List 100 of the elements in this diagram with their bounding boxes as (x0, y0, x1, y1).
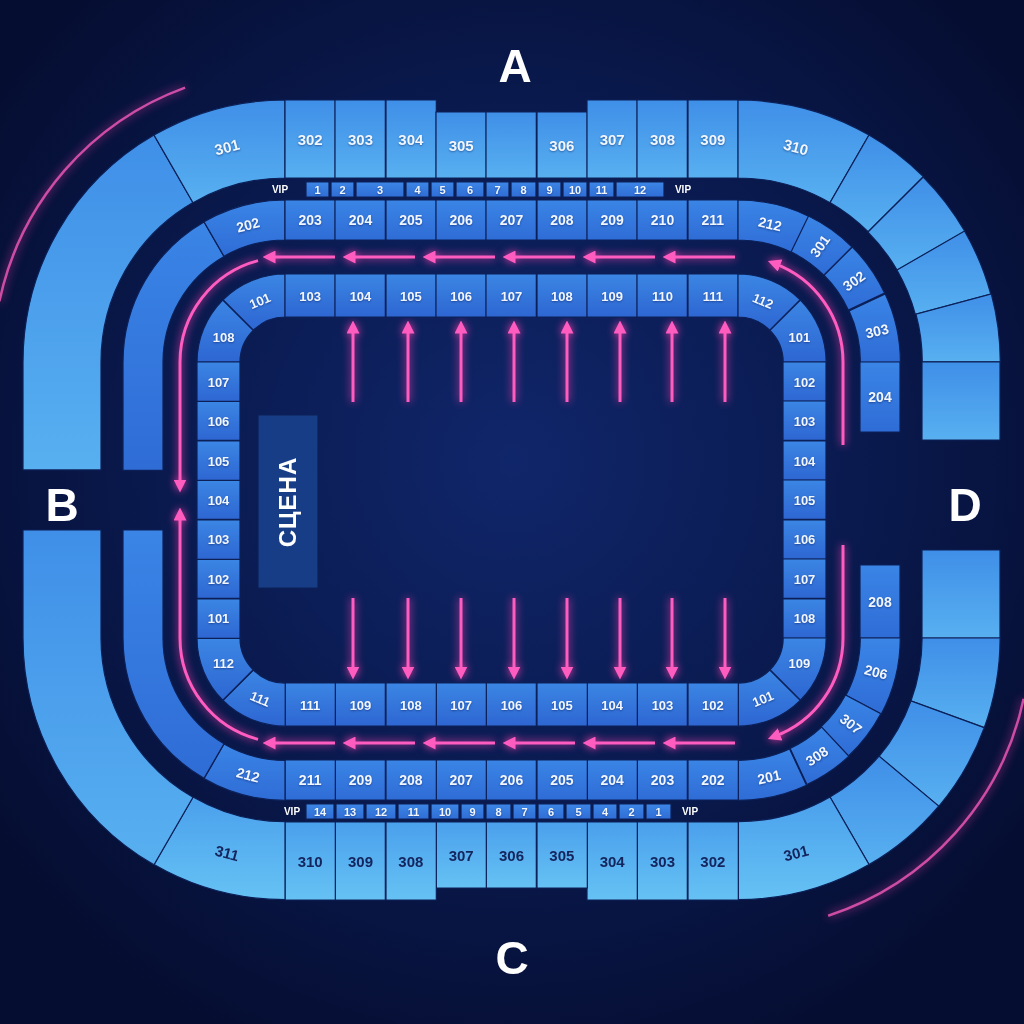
section-number: 1 (655, 806, 662, 817)
section-number: 14 (313, 806, 327, 817)
section-number: 107 (793, 572, 816, 586)
seating-section (860, 362, 900, 432)
section-number: 108 (212, 330, 235, 344)
section-number: 304 (398, 131, 424, 147)
seating-section (536, 822, 587, 888)
section-number: 201 (755, 767, 782, 786)
section-number: 308 (398, 853, 424, 869)
seating-section (285, 200, 336, 240)
section-number: 108 (399, 698, 422, 711)
section-number: 104 (601, 698, 623, 711)
seating-section (436, 112, 487, 178)
section-number: 107 (450, 698, 472, 711)
seating-section (436, 760, 487, 800)
section-number: 310 (297, 853, 323, 869)
seating-section (197, 559, 240, 599)
section-number: 307 (599, 131, 625, 147)
seating-section (486, 683, 537, 726)
section-number: 108 (793, 611, 816, 625)
blank-section (922, 550, 1000, 638)
vip-label: VIP (283, 807, 301, 817)
section-number: 309 (700, 131, 726, 147)
seating-section (436, 274, 487, 317)
seating-section (783, 362, 826, 402)
section-number: 101 (207, 611, 230, 625)
section-number: 6 (547, 806, 555, 817)
section-number: 2 (628, 806, 635, 817)
seating-section (587, 274, 638, 317)
section-number: 102 (793, 375, 816, 389)
seating-section (637, 200, 688, 240)
section-number: 10 (568, 184, 582, 195)
section-number: 13 (343, 806, 357, 817)
section-number: 7 (494, 184, 501, 195)
section-number: 109 (788, 656, 811, 670)
section-number: 205 (550, 773, 574, 787)
section-number: 309 (347, 853, 373, 869)
section-number: 303 (347, 131, 373, 147)
blank-section (915, 294, 1000, 362)
blank-section (910, 638, 1000, 728)
seating-section (536, 274, 587, 317)
seating-section (637, 100, 688, 178)
blank-section (922, 362, 1000, 440)
vip-box (646, 804, 671, 819)
vip-box (431, 804, 459, 819)
seating-section (783, 440, 826, 481)
seating-section (197, 362, 240, 402)
section-number: 206 (449, 213, 473, 227)
section-number: 301 (781, 842, 810, 864)
vip-box (538, 182, 561, 197)
section-number: 212 (235, 765, 262, 785)
section-number: 209 (348, 773, 373, 787)
blank-section (486, 112, 537, 178)
seating-section (285, 822, 336, 900)
section-number: 9 (469, 806, 476, 817)
seating-section (335, 683, 386, 726)
section-number: 106 (207, 414, 230, 428)
section-number: 302 (840, 268, 868, 293)
section-number: 107 (207, 375, 230, 389)
section-number: 108 (550, 289, 573, 302)
vip-box (538, 804, 564, 819)
seating-section (204, 200, 285, 257)
vip-box (456, 182, 484, 197)
section-number: 5 (575, 806, 582, 817)
seating-section (436, 822, 487, 888)
seating-section (436, 683, 487, 726)
section-number: 101 (788, 330, 811, 344)
seating-section (587, 822, 638, 900)
section-number: 205 (399, 213, 423, 227)
seating-section (335, 822, 386, 900)
section-number: 211 (298, 773, 322, 787)
vip-box (589, 182, 614, 197)
seating-section (687, 822, 738, 900)
vip-label: VIP (674, 185, 692, 195)
vip-box (306, 804, 334, 819)
section-number: 2 (339, 184, 346, 195)
section-number: 112 (213, 656, 235, 670)
section-number: 9 (546, 184, 553, 195)
section-number: 11 (595, 184, 608, 195)
section-number: 12 (633, 184, 647, 195)
vip-box (619, 804, 644, 819)
seating-section (848, 293, 900, 362)
seating-section (687, 200, 738, 240)
section-number: 102 (207, 572, 230, 586)
seating-section (486, 822, 537, 888)
seating-section (285, 274, 336, 317)
section-number: 101 (750, 689, 776, 710)
section-number: 106 (793, 532, 816, 546)
section-number: 101 (247, 290, 273, 311)
seating-section (222, 274, 285, 331)
section-number: 6 (466, 184, 474, 195)
seating-section (197, 480, 240, 520)
section-number: 10 (438, 806, 452, 817)
section-number: 208 (550, 213, 574, 227)
seating-section (335, 274, 386, 317)
seating-section (587, 683, 638, 726)
seating-section (587, 200, 638, 240)
section-number: 208 (399, 773, 423, 787)
vip-box (431, 182, 454, 197)
section-number: 204 (600, 773, 624, 787)
